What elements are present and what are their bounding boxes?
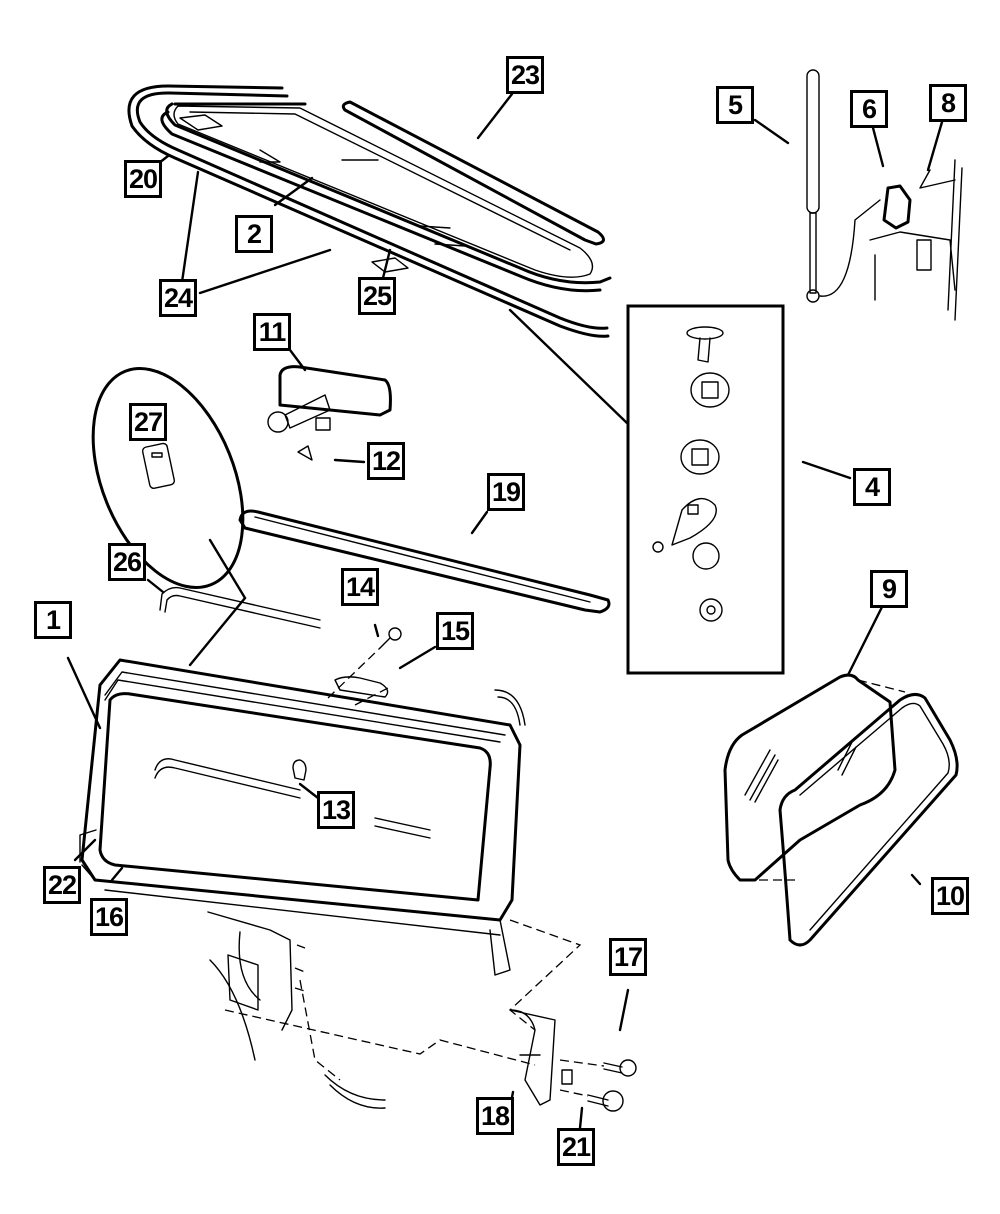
leader-2 (273, 176, 314, 207)
callout-12: 12 (367, 442, 405, 480)
part-liftgate-frame (79, 586, 526, 936)
leader-kit (508, 308, 630, 426)
leader-21 (578, 1106, 584, 1130)
part-top-seal-strip (341, 100, 605, 246)
callout-17: 17 (609, 938, 647, 976)
leader-22 (73, 838, 97, 862)
part-hinge-bolts (559, 1059, 637, 1112)
callout-4: 4 (853, 468, 891, 506)
callout-5: 5 (716, 86, 754, 124)
part-glass-panel (173, 105, 594, 278)
callout-21: 21 (557, 1128, 595, 1166)
part-strut-bracket (819, 159, 963, 321)
callout-20: 20 (124, 160, 162, 198)
part-outer-seal (127, 84, 610, 338)
leader-6 (870, 122, 885, 168)
leader-16 (110, 866, 124, 882)
part-body-and-hinges (207, 911, 582, 1109)
callout-26: 26 (108, 543, 146, 581)
callout-13: 13 (317, 791, 355, 829)
leader-23 (476, 92, 514, 140)
quarter-glass-dashes (745, 679, 906, 881)
leader-13 (298, 782, 320, 800)
part-detail-callout-circle (91, 367, 247, 667)
part-quarter-glass (723, 673, 897, 882)
callout-23: 23 (506, 56, 544, 94)
part-rearview-mirror (267, 365, 392, 461)
leader-11 (288, 348, 307, 372)
part-bolt (379, 627, 402, 649)
leader-14 (373, 623, 380, 638)
callout-1: 1 (34, 601, 72, 639)
callout-22: 22 (43, 866, 81, 904)
part-latch-striker (292, 759, 307, 781)
leader-24a (180, 170, 200, 284)
callout-2: 2 (235, 215, 273, 253)
leader-4 (801, 460, 852, 480)
callout-25: 25 (358, 277, 396, 315)
callout-24: 24 (159, 279, 197, 317)
leader-10 (910, 873, 922, 886)
callout-14: 14 (341, 568, 379, 606)
callout-10: 10 (931, 877, 969, 915)
leader-17 (618, 988, 630, 1032)
callout-15: 15 (436, 612, 474, 650)
part-quarter-glass-seal (778, 693, 959, 947)
callout-16: 16 (90, 898, 128, 936)
callout-11: 11 (253, 313, 291, 351)
part-header-trim (238, 509, 611, 614)
leader-12 (333, 458, 366, 464)
leader-25 (381, 248, 392, 280)
leader-8 (926, 120, 944, 172)
leader-9 (846, 603, 885, 677)
part-strap-bracket (327, 647, 389, 706)
callout-27: 27 (129, 403, 167, 441)
callout-8: 8 (929, 84, 967, 122)
part-gas-strut (806, 69, 820, 303)
leader-26 (146, 578, 165, 594)
leader-24b (198, 248, 332, 295)
callout-18: 18 (476, 1097, 514, 1135)
leader-15 (398, 645, 437, 670)
callout-9: 9 (870, 570, 908, 608)
leader-19 (470, 510, 489, 535)
leader-1 (66, 656, 102, 730)
callout-6: 6 (850, 90, 888, 128)
part-glass-channel (160, 102, 612, 293)
part-hardware-kit (626, 304, 785, 675)
callout-19: 19 (487, 473, 525, 511)
leader-5 (753, 118, 790, 145)
